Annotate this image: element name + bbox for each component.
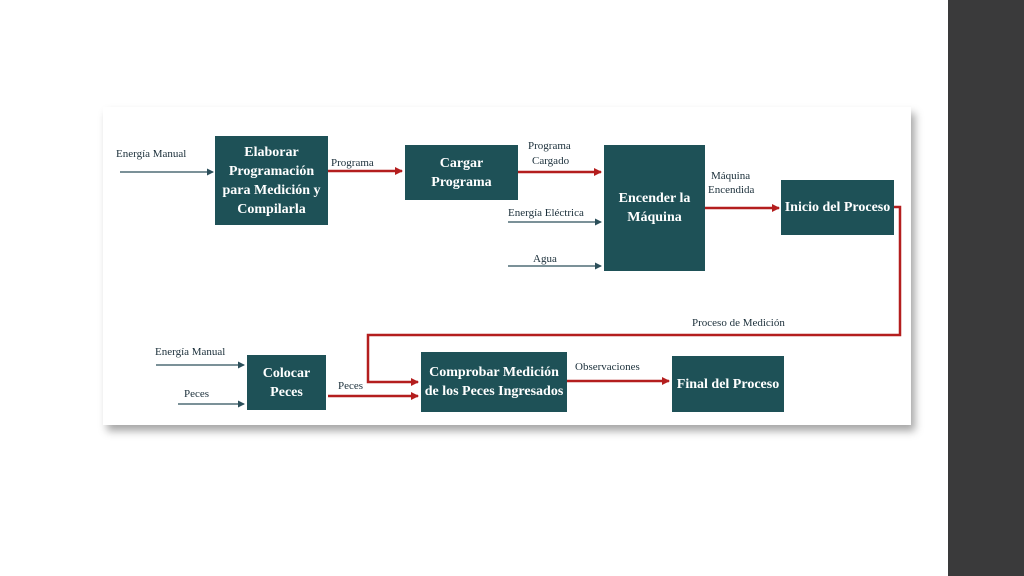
label-proceso-medicion: Proceso de Medición [692, 317, 785, 329]
label-agua: Agua [533, 253, 557, 265]
label-energia-manual-2: Energía Manual [155, 346, 226, 358]
box-encender-maquina: Encender la Máquina [604, 145, 705, 271]
label-energia-electrica: Energía Eléctrica [508, 207, 584, 219]
box-elaborar-programacion: Elaborar Programación para Medición y Co… [215, 136, 328, 225]
label-programa: Programa [331, 157, 374, 169]
box-final-proceso: Final del Proceso [672, 356, 784, 412]
label-programa-cargado-2: Cargado [532, 155, 570, 167]
label-programa-cargado-1: Programa [528, 140, 571, 152]
label-maquina-encendida-2: Encendida [708, 184, 755, 196]
box-comprobar-medicion: Comprobar Medición de los Peces Ingresad… [421, 352, 567, 412]
label-maquina-encendida-1: Máquina [711, 170, 751, 182]
arrow-proceso-medicion [366, 205, 902, 386]
label-peces-out: Peces [338, 380, 364, 392]
right-sidebar [948, 0, 1024, 576]
label-energia-manual-1: Energía Manual [116, 148, 187, 160]
label-peces-in: Peces [184, 388, 210, 400]
box-inicio-proceso: Inicio del Proceso [781, 180, 894, 235]
box-colocar-peces: Colocar Peces [247, 355, 326, 410]
label-observaciones: Observaciones [575, 361, 640, 373]
box-cargar-programa: Cargar Programa [405, 145, 518, 200]
